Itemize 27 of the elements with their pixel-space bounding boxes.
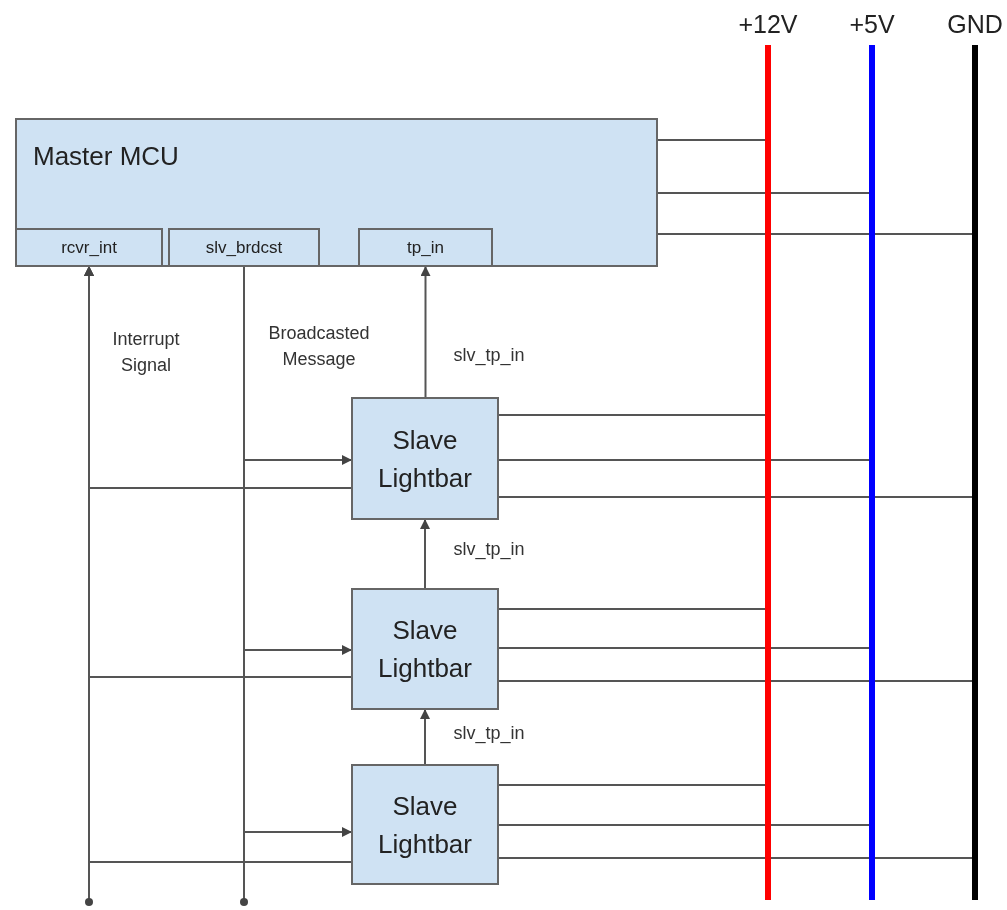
power-wire: [657, 233, 973, 235]
power-wire: [498, 857, 973, 859]
rail-label: GND: [946, 9, 1004, 40]
signal-arrow: [420, 266, 431, 398]
power-wire: [498, 647, 870, 649]
power-wire: [498, 496, 973, 498]
slave-block: Slave Lightbar: [351, 397, 499, 520]
power-wire: [498, 680, 973, 682]
port-block: tp_in: [358, 228, 493, 267]
power-wire: [657, 192, 870, 194]
rail-label: +5V: [848, 9, 896, 40]
slave-block: Slave Lightbar: [351, 588, 499, 710]
power-wire: [498, 608, 766, 610]
mcu-block: [15, 118, 658, 267]
block-title: Master MCU: [33, 140, 179, 172]
slave-block: Slave Lightbar: [351, 764, 499, 885]
signal-arrow: [420, 709, 430, 765]
power-wire: [657, 139, 766, 141]
power-wire: [498, 824, 870, 826]
port-block: slv_brdcst: [168, 228, 320, 267]
power-wire: [498, 784, 766, 786]
signal-arrow: [84, 266, 352, 863]
signal-arrow: [420, 519, 430, 589]
power-wire: [498, 459, 870, 461]
port-block: rcvr_int: [15, 228, 163, 267]
rail-label: +12V: [737, 9, 799, 40]
power-wire: [498, 414, 766, 416]
